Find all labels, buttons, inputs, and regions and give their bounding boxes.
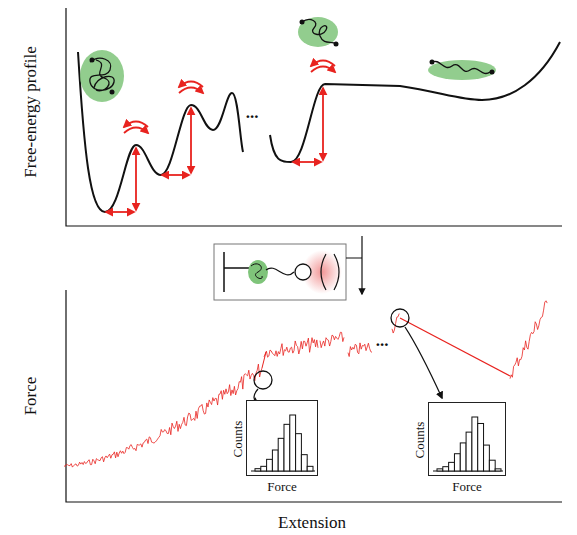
histogram-y-label: Counts (413, 422, 426, 459)
histogram-x-label: Force (452, 480, 482, 493)
axis-title: Extension (278, 514, 346, 531)
intermediate-protein (298, 17, 339, 47)
axis-title: Free-energy profile (22, 46, 39, 177)
histogram-y-label: Counts (231, 421, 244, 458)
ellipsis: ... (246, 104, 259, 121)
bottom-axes (66, 290, 562, 502)
energy-curve (78, 42, 560, 212)
histogram-inset: CountsForce (428, 402, 506, 476)
histogram-x-label: Force (267, 480, 297, 493)
barrier-arrows (106, 61, 335, 213)
histogram-bars (429, 403, 505, 475)
histogram-bars (247, 401, 317, 475)
axis-title: Force (22, 377, 39, 416)
magnifiers (254, 309, 442, 404)
tweezers-inset (214, 236, 362, 300)
folded-protein (80, 50, 124, 102)
ellipsis: ... (376, 332, 389, 349)
histogram-inset: CountsForce (246, 400, 318, 476)
unfolded-protein (428, 60, 496, 81)
top-axes (66, 8, 562, 226)
